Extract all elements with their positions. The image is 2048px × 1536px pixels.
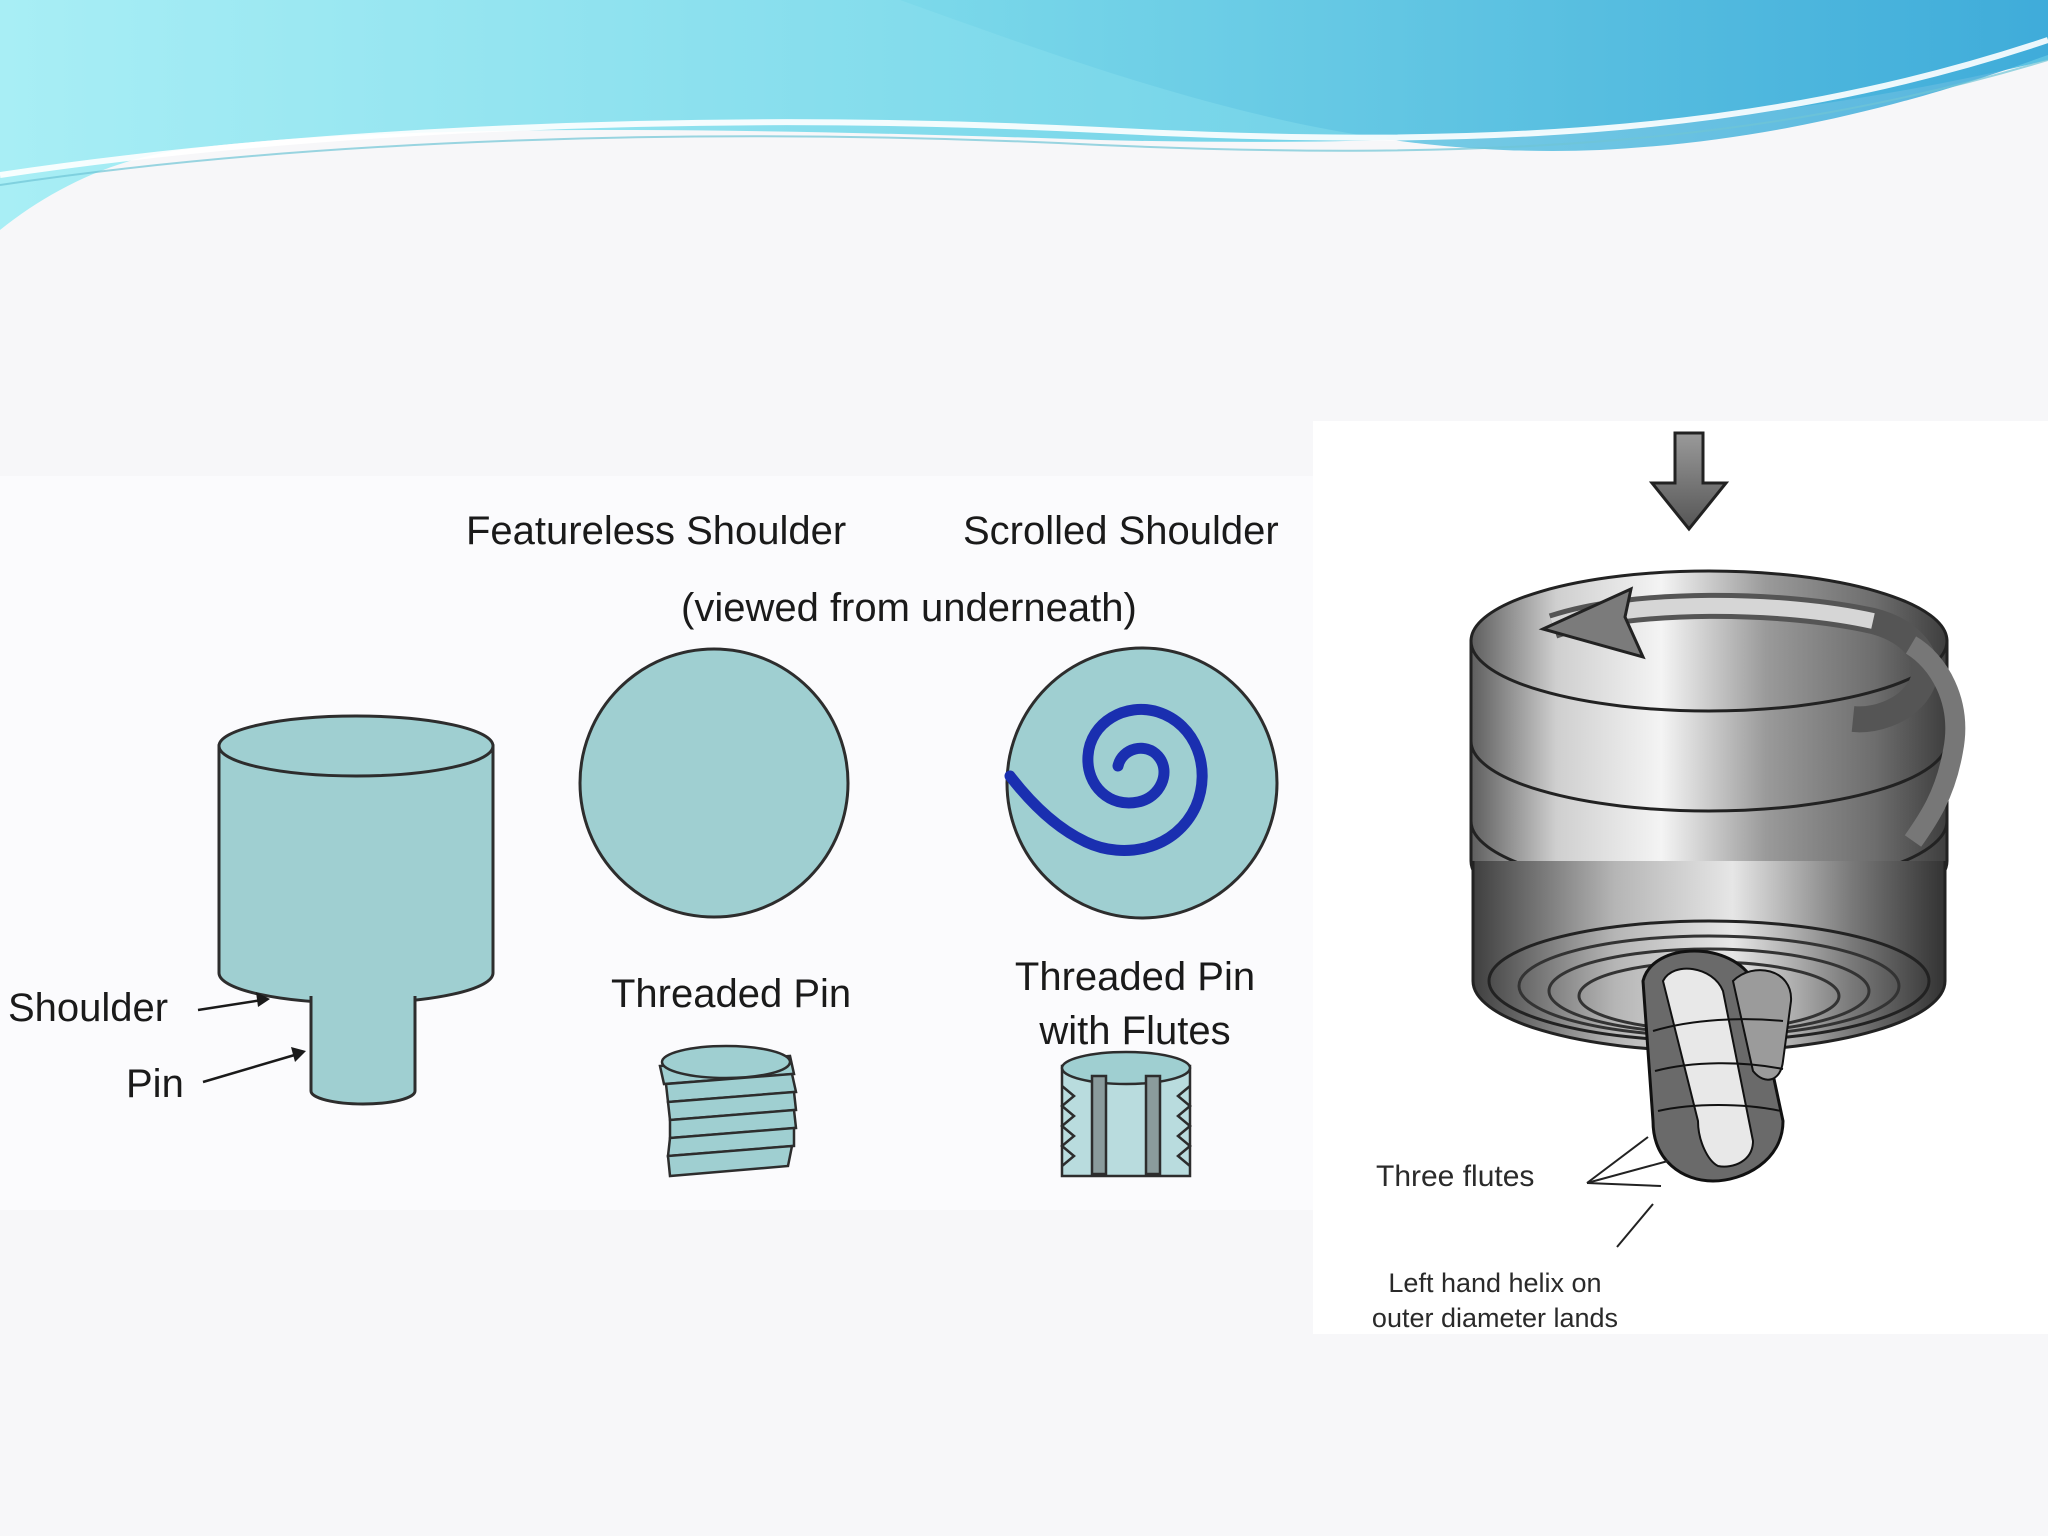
fluted-threaded-pin-drawing (1060, 1050, 1192, 1178)
scroll-spiral (1004, 703, 1208, 856)
pin-leader-arrow (202, 1047, 306, 1084)
threaded-pin-drawing (658, 1044, 798, 1178)
label-threaded-pin: Threaded Pin (611, 972, 852, 1016)
down-force-arrow (1648, 431, 1730, 532)
header-wave-decoration (0, 0, 2048, 230)
rotation-arrow (1538, 586, 1966, 847)
fluted-pin (1641, 949, 1793, 1183)
scrolled-shoulder-circle (1004, 646, 1279, 920)
heading-featureless-shoulder: Featureless Shoulder (466, 509, 847, 553)
label-left-hand-helix-line1: Left hand helix on (1388, 1268, 1602, 1298)
heading-scrolled-shoulder: Scrolled Shoulder (963, 509, 1279, 553)
label-three-flutes: Three flutes (1376, 1160, 1535, 1193)
shoulder-leader-arrow (197, 992, 270, 1012)
label-shoulder: Shoulder (8, 986, 169, 1030)
label-left-hand-helix: Left hand helix on outer diameter lands (1340, 1270, 1650, 1332)
label-threaded-pin-flutes-line2: with Flutes (1039, 1009, 1231, 1053)
left-hand-helix-leader (1616, 1203, 1654, 1248)
featureless-shoulder-circle (578, 647, 850, 919)
tool-geometry-drawing (197, 646, 1279, 1178)
tool-pin (309, 996, 417, 1106)
three-flutes-leaders (1586, 1136, 1669, 1187)
label-left-hand-helix-line2: outer diameter lands (1371, 1303, 1619, 1333)
label-threaded-pin-with-flutes: Threaded Pin with Flutes (990, 957, 1280, 1051)
heading-viewed-from-underneath: (viewed from underneath) (681, 586, 1137, 630)
friction-stir-tool-illustration (1469, 431, 1966, 1248)
label-pin: Pin (126, 1062, 184, 1106)
tool-shoulder-cylinder (217, 714, 495, 1005)
label-threaded-pin-flutes-line1: Threaded Pin (1014, 955, 1256, 999)
